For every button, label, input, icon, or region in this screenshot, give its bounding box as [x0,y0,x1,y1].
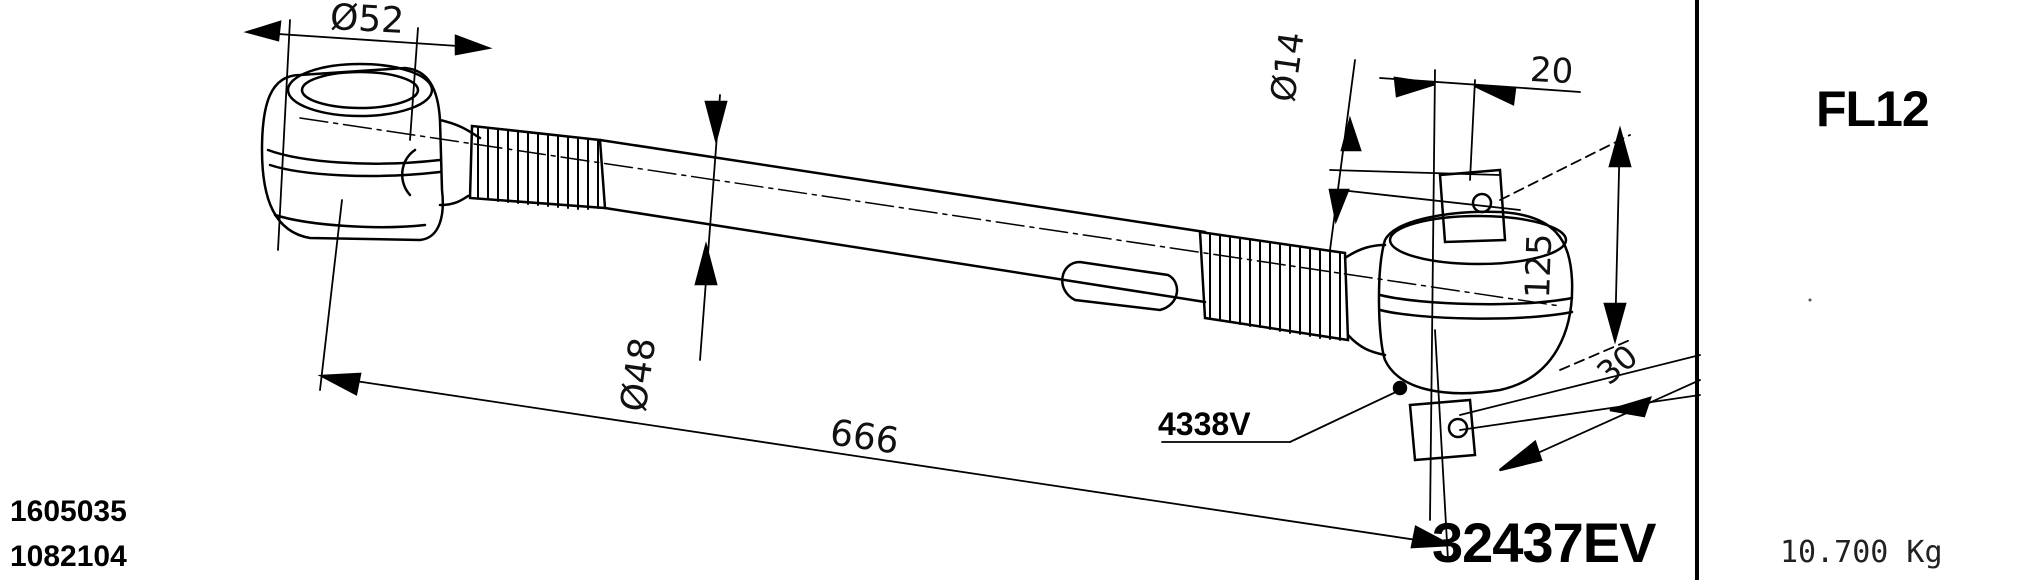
dim-label-bracket-height: 125 [1518,232,1561,300]
left-threaded-sleeve [468,124,607,210]
dim-label-pin-diameter: Ø14 [1263,29,1313,105]
left-eye-bushing [260,62,482,242]
dimension-eye-diameter [247,19,489,251]
weight-value: 10.700 Kg [1780,535,1943,570]
right-ball-joint [1343,168,1574,462]
model-title: FL12 [1816,81,1930,137]
dim-label-eye-diameter: Ø52 [329,0,406,42]
component-leader-line [1161,389,1401,443]
dim-label-pin-offset: 20 [1528,49,1575,93]
dimension-overall-length [319,199,1451,561]
dim-label-tube-diameter: Ø48 [613,335,665,415]
oem-ref-1: 1605035 [10,495,127,528]
speck-mark [1808,298,1812,302]
center-line [299,117,1561,307]
dimension-bracket-width [1459,354,1701,471]
oem-ref-2: 1082104 [10,540,127,573]
right-threaded-sleeve [1198,230,1350,342]
component-ref-label: 4338V [1158,406,1251,442]
part-number: 32437EV [1432,511,1656,574]
dimension-pin-diameter [1329,59,1521,251]
dim-label-overall-length: 666 [827,412,902,463]
main-tube [598,138,1207,312]
